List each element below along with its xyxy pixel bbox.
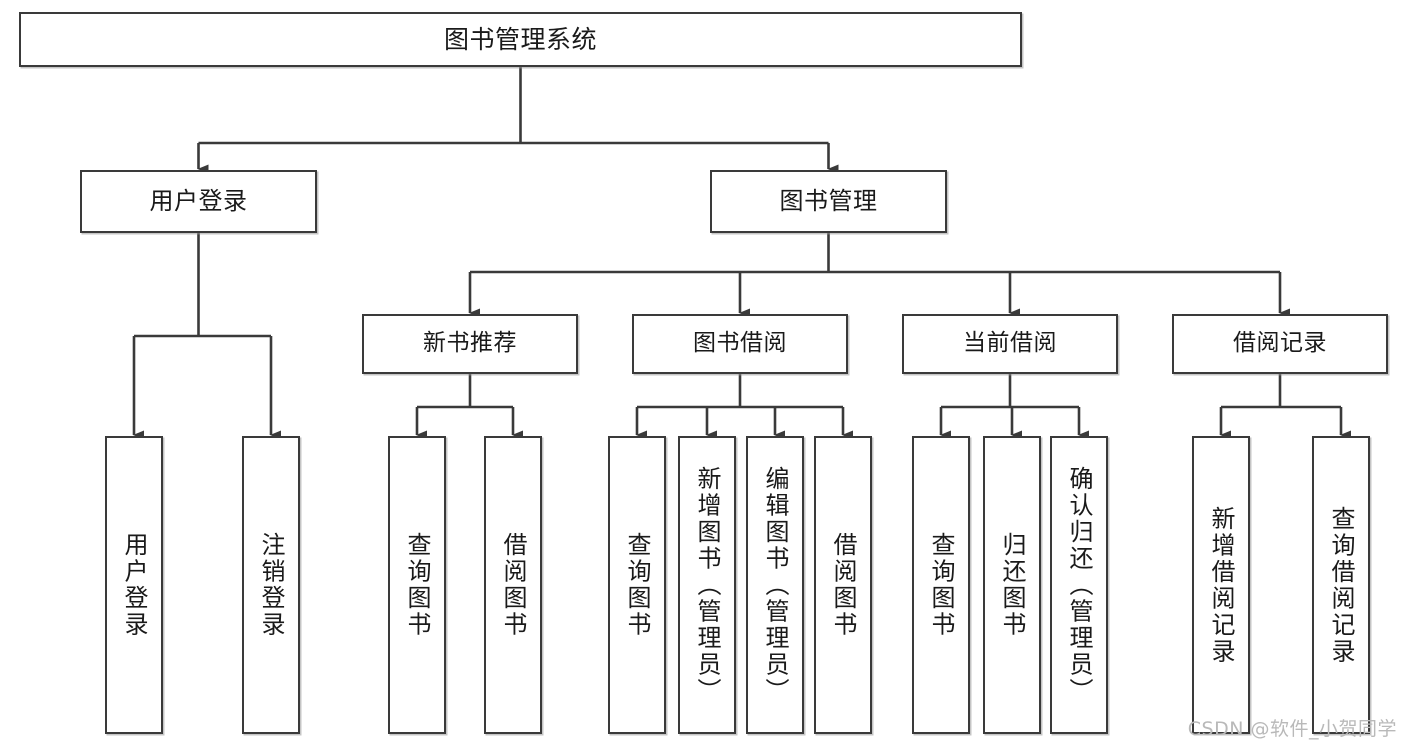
node-leaf-add-book[interactable]: 新增图书（管理员） (678, 436, 736, 734)
node-leaf-borrow-book-1[interactable]: 借阅图书 (484, 436, 542, 734)
node-root[interactable]: 图书管理系统 (19, 12, 1022, 67)
node-label: 新书推荐 (423, 330, 517, 357)
node-book-borrowing[interactable]: 图书借阅 (632, 314, 848, 374)
node-label: 图书借阅 (693, 330, 787, 357)
node-label: 新增借阅记录 (1207, 505, 1235, 665)
node-label: 编辑图书（管理员） (761, 465, 789, 705)
node-label: 图书管理系统 (443, 24, 597, 54)
node-label: 查询图书 (403, 532, 431, 638)
node-leaf-query-book-2[interactable]: 查询图书 (608, 436, 666, 734)
node-label: 图书管理 (779, 187, 878, 216)
node-label: 用户登录 (120, 532, 148, 638)
node-leaf-edit-book[interactable]: 编辑图书（管理员） (746, 436, 804, 734)
node-leaf-query-book-3[interactable]: 查询图书 (912, 436, 970, 734)
node-leaf-logout[interactable]: 注销登录 (242, 436, 300, 734)
node-label: 注销登录 (257, 532, 285, 638)
node-label: 查询图书 (623, 532, 651, 638)
node-label: 用户登录 (149, 187, 248, 216)
node-user-login[interactable]: 用户登录 (80, 170, 317, 233)
node-label: 归还图书 (998, 532, 1026, 638)
node-label: 新增图书（管理员） (693, 465, 721, 705)
node-label: 借阅图书 (499, 532, 527, 638)
node-leaf-query-book-1[interactable]: 查询图书 (388, 436, 446, 734)
node-label: 查询图书 (927, 532, 955, 638)
node-leaf-query-borrow-record[interactable]: 查询借阅记录 (1312, 436, 1370, 734)
node-book-management[interactable]: 图书管理 (710, 170, 947, 233)
node-leaf-user-login[interactable]: 用户登录 (105, 436, 163, 734)
node-label: 确认归还（管理员） (1065, 465, 1093, 705)
node-label: 查询借阅记录 (1327, 505, 1355, 665)
node-new-book-recommendation[interactable]: 新书推荐 (362, 314, 578, 374)
node-borrowing-record[interactable]: 借阅记录 (1172, 314, 1388, 374)
node-leaf-confirm-return[interactable]: 确认归还（管理员） (1050, 436, 1108, 734)
watermark: CSDN @软件_小贺同学 (1187, 718, 1397, 740)
node-label: 借阅记录 (1233, 330, 1327, 357)
node-leaf-borrow-book-2[interactable]: 借阅图书 (814, 436, 872, 734)
node-leaf-add-borrow-record[interactable]: 新增借阅记录 (1192, 436, 1250, 734)
node-label: 当前借阅 (963, 330, 1057, 357)
node-label: 借阅图书 (829, 532, 857, 638)
node-current-borrowing[interactable]: 当前借阅 (902, 314, 1118, 374)
node-leaf-return-book[interactable]: 归还图书 (983, 436, 1041, 734)
